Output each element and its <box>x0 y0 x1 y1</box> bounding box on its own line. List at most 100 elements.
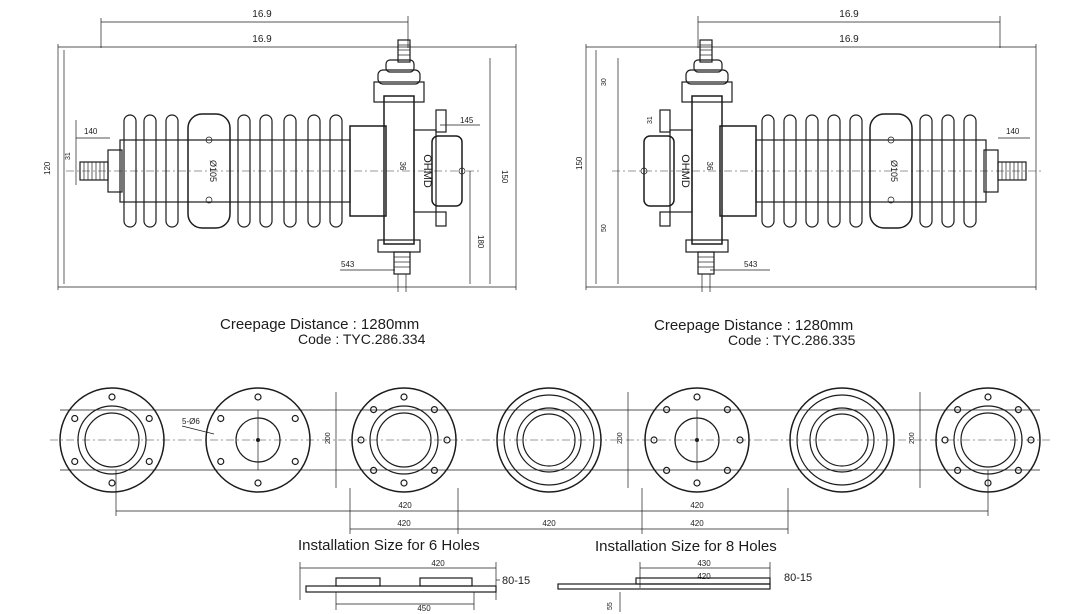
body-label: OHMD <box>679 154 691 188</box>
dim-side: 55 <box>607 602 614 610</box>
bolt-hole <box>1014 466 1023 475</box>
dim-thk-6: 80-15 <box>502 575 530 587</box>
dim-420-c: 420 <box>397 519 411 528</box>
dim-543: 543 <box>341 260 355 269</box>
insulator-shed <box>283 114 297 228</box>
body-label: OHMD <box>421 154 433 188</box>
bolt-hole <box>400 479 408 487</box>
dim-150: 150 <box>575 156 584 170</box>
bolt-hole <box>430 466 439 475</box>
flange-ring <box>796 394 888 486</box>
bolt-hole <box>662 466 671 475</box>
flange-ring <box>369 405 439 475</box>
dim-31: 31 <box>647 116 654 124</box>
dim-top-1: 16.9 <box>839 9 859 20</box>
insulator-shed <box>805 114 819 228</box>
flange-center <box>256 438 260 442</box>
code-caption-right: Code : TYC.286.335 <box>728 332 856 348</box>
bolt-hole <box>723 466 732 475</box>
flange-disc <box>205 387 311 493</box>
bolt-hole <box>291 414 299 423</box>
flange-center <box>695 438 699 442</box>
disc-label: Ø105 <box>208 160 218 182</box>
bolt-hole <box>217 414 225 423</box>
dim-150: 150 <box>500 170 509 184</box>
insulator-shed <box>123 114 137 228</box>
dim-140: 140 <box>1006 127 1020 136</box>
dim-200-b: 200 <box>617 432 624 444</box>
disc-label: Ø105 <box>889 160 899 182</box>
flange-ring <box>516 407 582 473</box>
flange-bore <box>960 412 1016 468</box>
flange-bore <box>376 412 432 468</box>
dim-200-a: 200 <box>325 432 332 444</box>
bolt-hole <box>369 466 378 475</box>
bolt-hole <box>357 436 365 444</box>
insulator-shed <box>761 114 775 228</box>
flange-disc <box>59 387 165 493</box>
bolt-hole <box>693 479 701 487</box>
bolt-hole <box>953 466 962 475</box>
install-8-holes-view: 430 420 55 80-15 <box>557 559 812 612</box>
bolt-hole <box>217 457 225 466</box>
insulator-shed <box>259 114 273 228</box>
insulator-shed <box>919 114 933 228</box>
dim-thk-8: 80-15 <box>784 572 812 584</box>
insulator-shed <box>827 114 841 228</box>
bolt-hole <box>1014 405 1023 414</box>
dim-hole: 5-Ø6 <box>182 417 200 426</box>
code-caption-left: Code : TYC.286.334 <box>298 331 426 347</box>
dim-180: 180 <box>476 235 485 249</box>
bolt-hole <box>693 393 701 401</box>
right-arrester-drawing: 16.9 16.9 150 30 50 140 31 Ø105 <box>575 9 1044 292</box>
dim-420-8: 420 <box>697 572 711 581</box>
creepage-caption-left: Creepage Distance : 1280mm <box>220 316 420 333</box>
dim-140: 140 <box>84 127 98 136</box>
dim-30: 30 <box>601 78 608 86</box>
dim-top-2: 16.9 <box>839 34 859 45</box>
insulator-shed <box>237 114 251 228</box>
bolt-hole <box>953 405 962 414</box>
flange-bore <box>84 412 140 468</box>
flange-disc <box>644 387 750 493</box>
insulator-shed <box>849 114 863 228</box>
insulator-shed <box>165 114 179 228</box>
insulator-shed <box>783 114 797 228</box>
creepage-caption-right: Creepage Distance : 1280mm <box>654 317 854 334</box>
bolt-hole <box>400 393 408 401</box>
center-label: 36 <box>398 162 407 171</box>
bolt-hole <box>108 393 116 401</box>
insulator-shed <box>307 114 321 228</box>
bolt-hole <box>71 414 79 423</box>
dim-31: 31 <box>65 152 72 160</box>
flange-bore <box>815 413 869 467</box>
flange-row: 5-Ø6 200 200 200 420 420 420 420 420 <box>50 387 1050 534</box>
bolt-hole <box>71 457 79 466</box>
flange-ring <box>503 394 595 486</box>
dim-430-8: 430 <box>697 559 711 568</box>
flange-ring <box>77 405 147 475</box>
dim-120: 120 <box>43 161 52 175</box>
dim-450-6: 450 <box>417 604 431 613</box>
bolt-hole <box>430 405 439 414</box>
bolt-hole <box>291 457 299 466</box>
flange-disc <box>496 387 602 493</box>
dim-top-2: 16.9 <box>252 34 272 45</box>
insulator-shed <box>963 114 977 228</box>
flange-disc <box>789 387 895 493</box>
center-label: 36 <box>705 162 714 171</box>
dim-420-6: 420 <box>431 559 445 568</box>
dim-543: 543 <box>744 260 758 269</box>
dim-420-a: 420 <box>398 501 412 510</box>
dim-50: 50 <box>601 224 608 232</box>
dim-top-1: 16.9 <box>252 9 272 20</box>
bolt-hole <box>369 405 378 414</box>
dim-420-e: 420 <box>690 519 704 528</box>
bolt-hole <box>662 405 671 414</box>
bolt-hole <box>254 479 262 487</box>
dim-420-d: 420 <box>542 519 556 528</box>
install-6-caption: Installation Size for 6 Holes <box>298 537 480 554</box>
install-8-caption: Installation Size for 8 Holes <box>595 538 777 555</box>
